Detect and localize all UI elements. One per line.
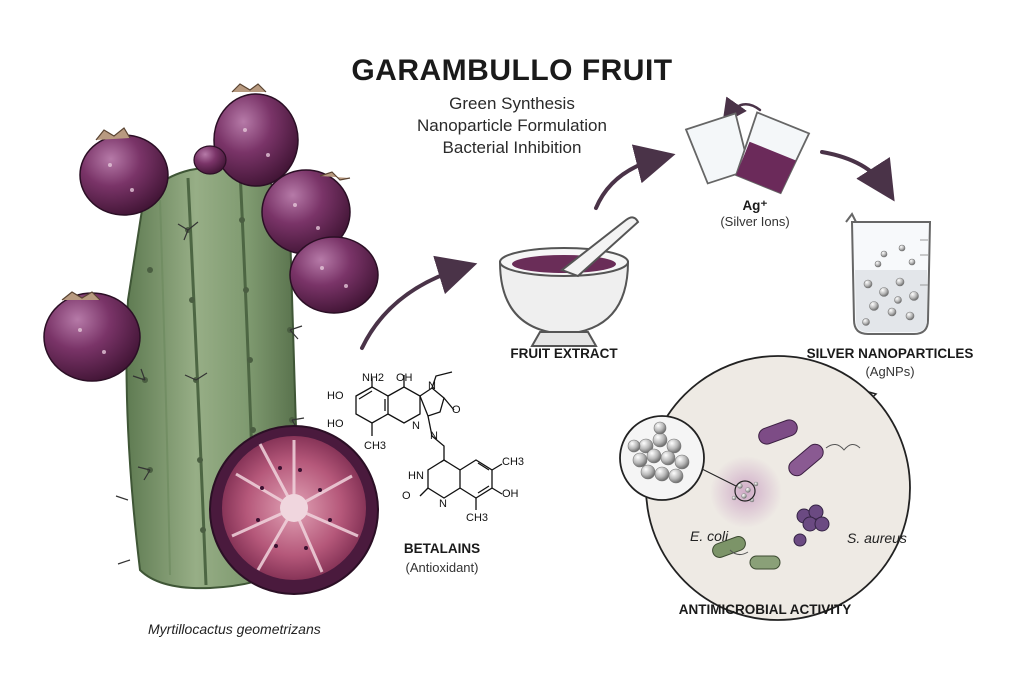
- betalains-sublabel: (Antioxidant): [405, 560, 479, 575]
- subtitle-nanoparticle-formulation: Nanoparticle Formulation: [417, 116, 607, 135]
- atom-n-3: N: [430, 430, 438, 442]
- atom-n-2: N: [412, 420, 420, 432]
- pour-arrow: [722, 96, 762, 125]
- fruit-cross-section-icon: [209, 425, 379, 595]
- fruit-icon: [43, 83, 379, 382]
- atom-n-1: N: [428, 380, 436, 392]
- atom-nh2: NH2: [362, 372, 385, 384]
- saureus-label: S. aureus: [847, 530, 907, 546]
- nanoparticle-cluster-icon: [619, 415, 705, 501]
- page-title: GARAMBULLO FRUIT: [351, 54, 673, 87]
- antimicrobial-scene: [619, 355, 911, 621]
- atom-ch3-b: CH3: [502, 456, 525, 468]
- arrow-to-nanoparticles: [820, 150, 895, 202]
- silver-ions-sublabel: (Silver Ions): [720, 214, 790, 229]
- betalains-label: BETALAINS: [403, 541, 481, 556]
- arrow-to-extract: [360, 255, 478, 350]
- arrow-to-ions: [594, 144, 676, 210]
- fruit-extract-label: FRUIT EXTRACT: [510, 346, 618, 361]
- silver-ions-label: Ag⁺: [742, 198, 768, 213]
- subtitle-bacterial-inhibition: Bacterial Inhibition: [442, 138, 582, 157]
- species-label: Myrtillocactus geometrizans: [148, 621, 321, 637]
- atom-hn: HN: [408, 470, 424, 482]
- atom-oh-b: OH: [502, 488, 519, 500]
- nanoparticles-label: SILVER NANOPARTICLES: [806, 346, 974, 361]
- atom-o-1: O: [452, 404, 461, 416]
- pouring-beakers-icon: [684, 111, 811, 195]
- process-arrows: [360, 96, 895, 350]
- atom-ch3-a: CH3: [364, 440, 387, 452]
- beaker-icon: [845, 212, 932, 335]
- antimicrobial-activity-label: ANTIMICROBIAL ACTIVITY: [678, 602, 852, 617]
- atom-n-4: N: [439, 498, 447, 510]
- atom-ho-2: HO: [327, 418, 344, 430]
- bacteria-icon: [712, 419, 861, 570]
- betalain-structure: [355, 371, 503, 510]
- mortar-pestle-icon: [498, 216, 640, 347]
- atom-oh: OH: [396, 372, 413, 384]
- atom-o-2: O: [402, 490, 411, 502]
- subtitle-green-synthesis: Green Synthesis: [449, 94, 575, 113]
- ecoli-label: E. coli: [690, 528, 729, 544]
- nanoparticles-sublabel: (AgNPs): [865, 364, 915, 379]
- atom-ho-1: HO: [327, 390, 344, 402]
- atom-ch3-c: CH3: [466, 512, 489, 524]
